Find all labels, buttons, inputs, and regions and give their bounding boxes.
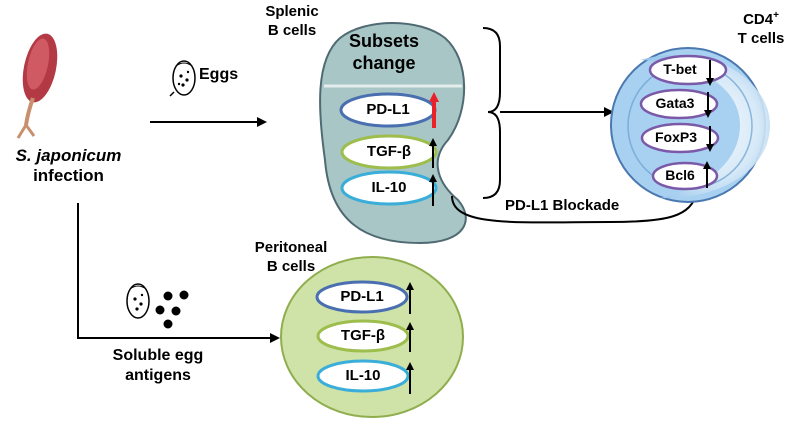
peritoneal-pdl1-marker xyxy=(315,280,414,314)
parasite-name: S. japonicum xyxy=(15,146,122,165)
bracket-lower xyxy=(482,111,501,199)
cd4-title: CD4+ T cells xyxy=(728,6,794,48)
blockade-arrow xyxy=(451,191,700,224)
splenic-pdl1-marker xyxy=(339,92,439,128)
peritoneal-title: Peritoneal B cells xyxy=(246,238,336,276)
bracket xyxy=(482,27,501,113)
infection-suffix: infection xyxy=(33,166,104,185)
cd4-title-line2: T cells xyxy=(737,30,785,47)
splenic-title: Splenic B cells xyxy=(252,2,332,40)
soluble-line2: antigens xyxy=(125,367,191,384)
subsets-line1: Subsets xyxy=(348,31,420,51)
subsets-change-label: Subsets change xyxy=(334,30,434,74)
splenic-il10-label: IL-10 xyxy=(371,179,407,196)
soluble-line1: Soluble egg xyxy=(112,347,204,364)
peritoneal-title-line2: B cells xyxy=(266,258,316,275)
eggs-label: Eggs xyxy=(199,66,239,83)
peritoneal-il10-marker xyxy=(316,359,414,394)
peritoneal-pdl1-label: PD-L1 xyxy=(340,288,384,305)
cd4-title-sup: + xyxy=(773,10,779,21)
egg-icon xyxy=(169,60,196,97)
splenic-tgfb-marker xyxy=(340,134,438,170)
soluble-antigen-icon xyxy=(126,283,189,329)
tcell-foxp3-label: FoxP3 xyxy=(654,129,697,145)
parasite-icon xyxy=(16,33,58,139)
peritoneal-title-line1: Peritoneal xyxy=(254,239,328,256)
cd4-title-line1: CD4 xyxy=(743,11,774,28)
arrow-to-peritoneal xyxy=(77,203,280,343)
blockade-label: PD-L1 Blockade xyxy=(505,197,620,214)
splenic-il10-marker xyxy=(340,170,438,206)
tcell-tbet-marker xyxy=(648,54,728,86)
splenic-title-line1: Splenic xyxy=(265,3,319,20)
tcell-foxp3-marker xyxy=(640,122,720,154)
peritoneal-tgfb-marker xyxy=(316,319,414,353)
splenic-tgfb-label: TGF-β xyxy=(366,143,412,160)
peritoneal-il10-label: IL-10 xyxy=(345,367,381,384)
tcell-bcl6-label: Bcl6 xyxy=(665,167,695,183)
tcell-bcl6-marker xyxy=(651,161,719,191)
splenic-pdl1-label: PD-L1 xyxy=(366,101,410,118)
splenic-title-line2: B cells xyxy=(267,22,317,39)
peritoneal-tgfb-label: TGF-β xyxy=(340,327,386,344)
soluble-antigens-label: Soluble egg antigens xyxy=(98,346,218,386)
infection-label: S. japonicum infection xyxy=(6,146,131,186)
tcell-tbet-label: T-bet xyxy=(663,61,697,77)
tcell-gata3-marker xyxy=(639,88,719,120)
tcell-gata3-label: Gata3 xyxy=(655,95,695,111)
subsets-line2: change xyxy=(352,53,416,73)
